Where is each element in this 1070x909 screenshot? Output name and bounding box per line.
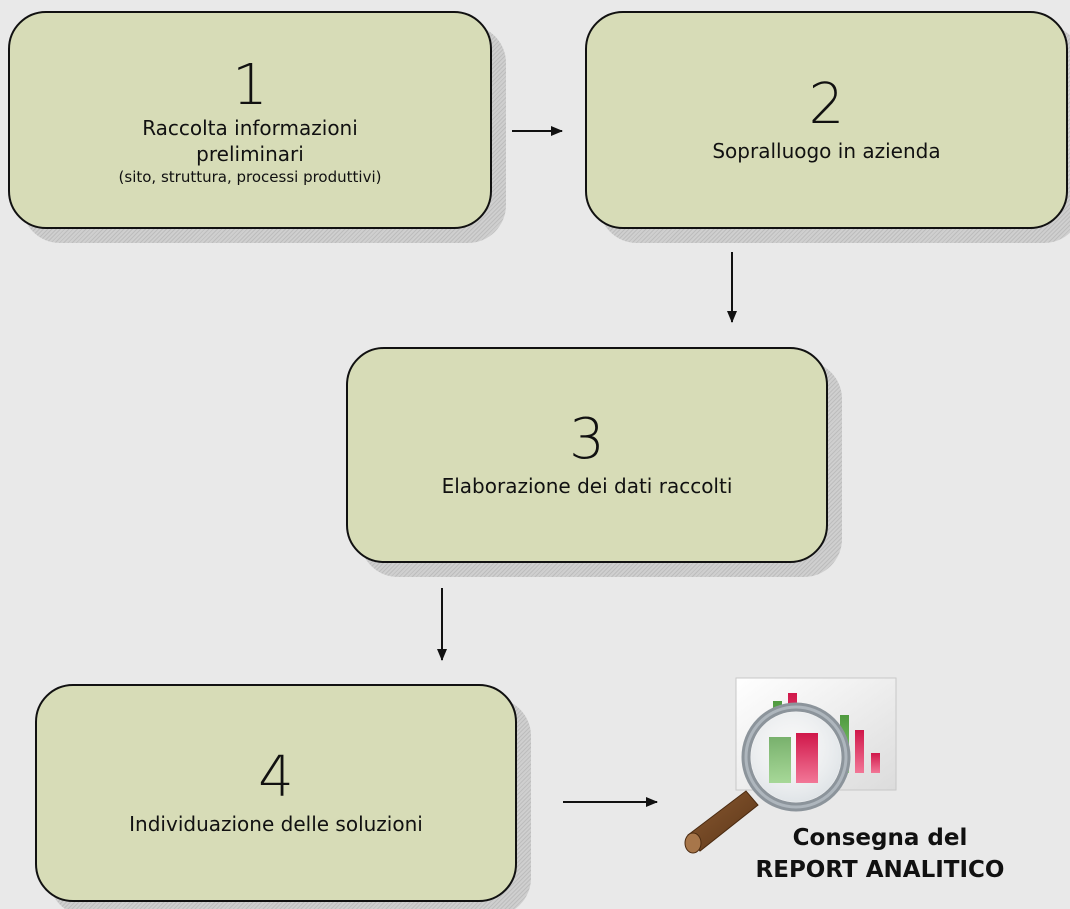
- step-3-number: 3: [569, 407, 605, 472]
- step-4-number: 4: [258, 745, 294, 810]
- step-2-title: Sopralluogo in azienda: [712, 139, 941, 163]
- step-3-title: Elaborazione dei dati raccolti: [441, 474, 733, 498]
- step-4-box: 4 Individuazione delle soluzioni: [35, 684, 517, 902]
- step-1-number: 1: [232, 53, 268, 118]
- step-4-title: Individuazione delle soluzioni: [129, 812, 423, 836]
- report-caption-line1: Consegna del: [792, 825, 968, 851]
- report-caption-line2: REPORT ANALITICO: [755, 857, 1005, 883]
- step-1-box: 1 Raccolta informazioni preliminari (sit…: [8, 11, 492, 229]
- step-1-title: Raccolta informazioni preliminari: [142, 116, 358, 166]
- step-2-box: 2 Sopralluogo in azienda: [585, 11, 1068, 229]
- step-3-box: 3 Elaborazione dei dati raccolti: [346, 347, 828, 563]
- report-caption: Consegna del REPORT ANALITICO: [700, 822, 1060, 886]
- magnifier-chart-icon: [684, 677, 897, 854]
- step-1-subtitle: (sito, struttura, processi produttivi): [118, 168, 382, 186]
- step-2-number: 2: [808, 72, 845, 137]
